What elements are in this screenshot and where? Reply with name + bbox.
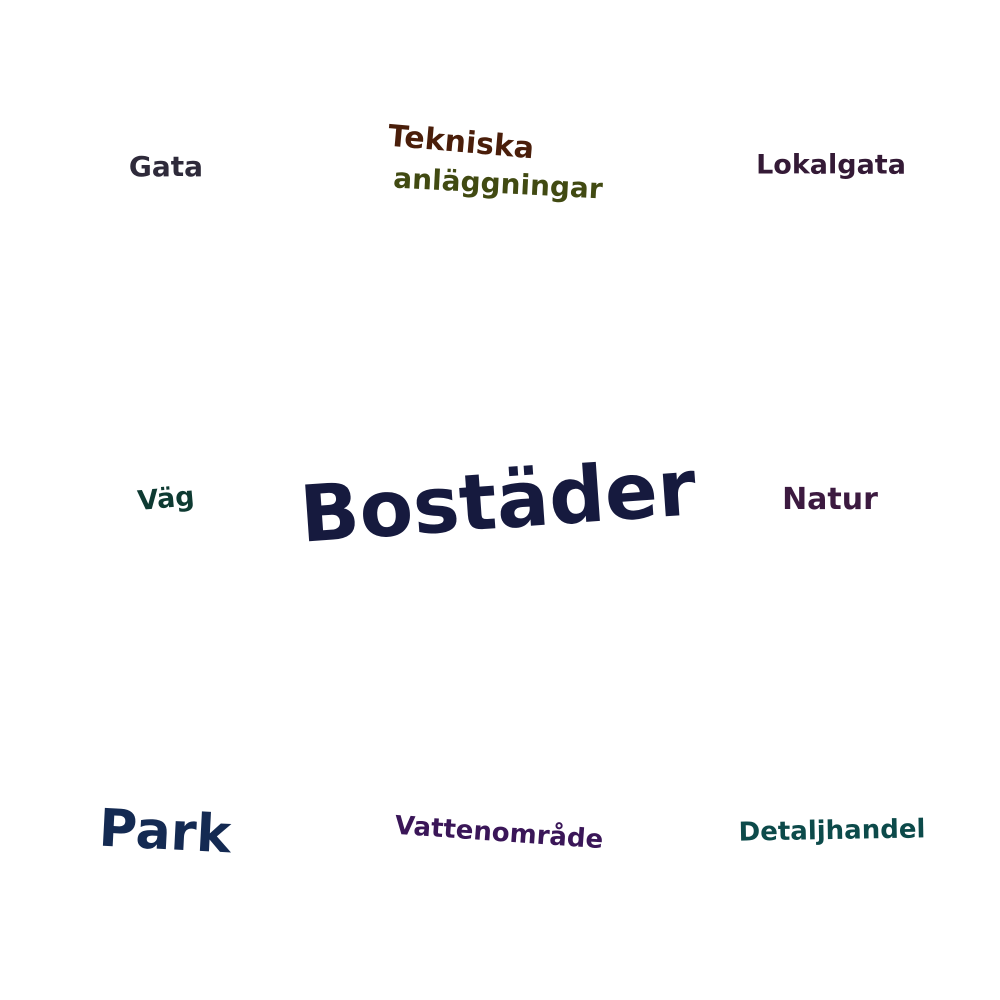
word-tekniska: Tekniska xyxy=(386,118,536,167)
word-gata: Gata xyxy=(128,150,204,183)
word-natur: Natur xyxy=(782,482,878,517)
word-park: Park xyxy=(97,798,233,866)
word-vag: Väg xyxy=(136,481,196,517)
word-vattenomrade: Vattenområde xyxy=(393,810,605,856)
word-bostader: Bostäder xyxy=(297,443,699,561)
word-detaljhandel: Detaljhandel xyxy=(738,814,926,848)
word-lokalgata: Lokalgata xyxy=(756,149,906,181)
word-anlaggningar: anläggningar xyxy=(392,161,604,206)
